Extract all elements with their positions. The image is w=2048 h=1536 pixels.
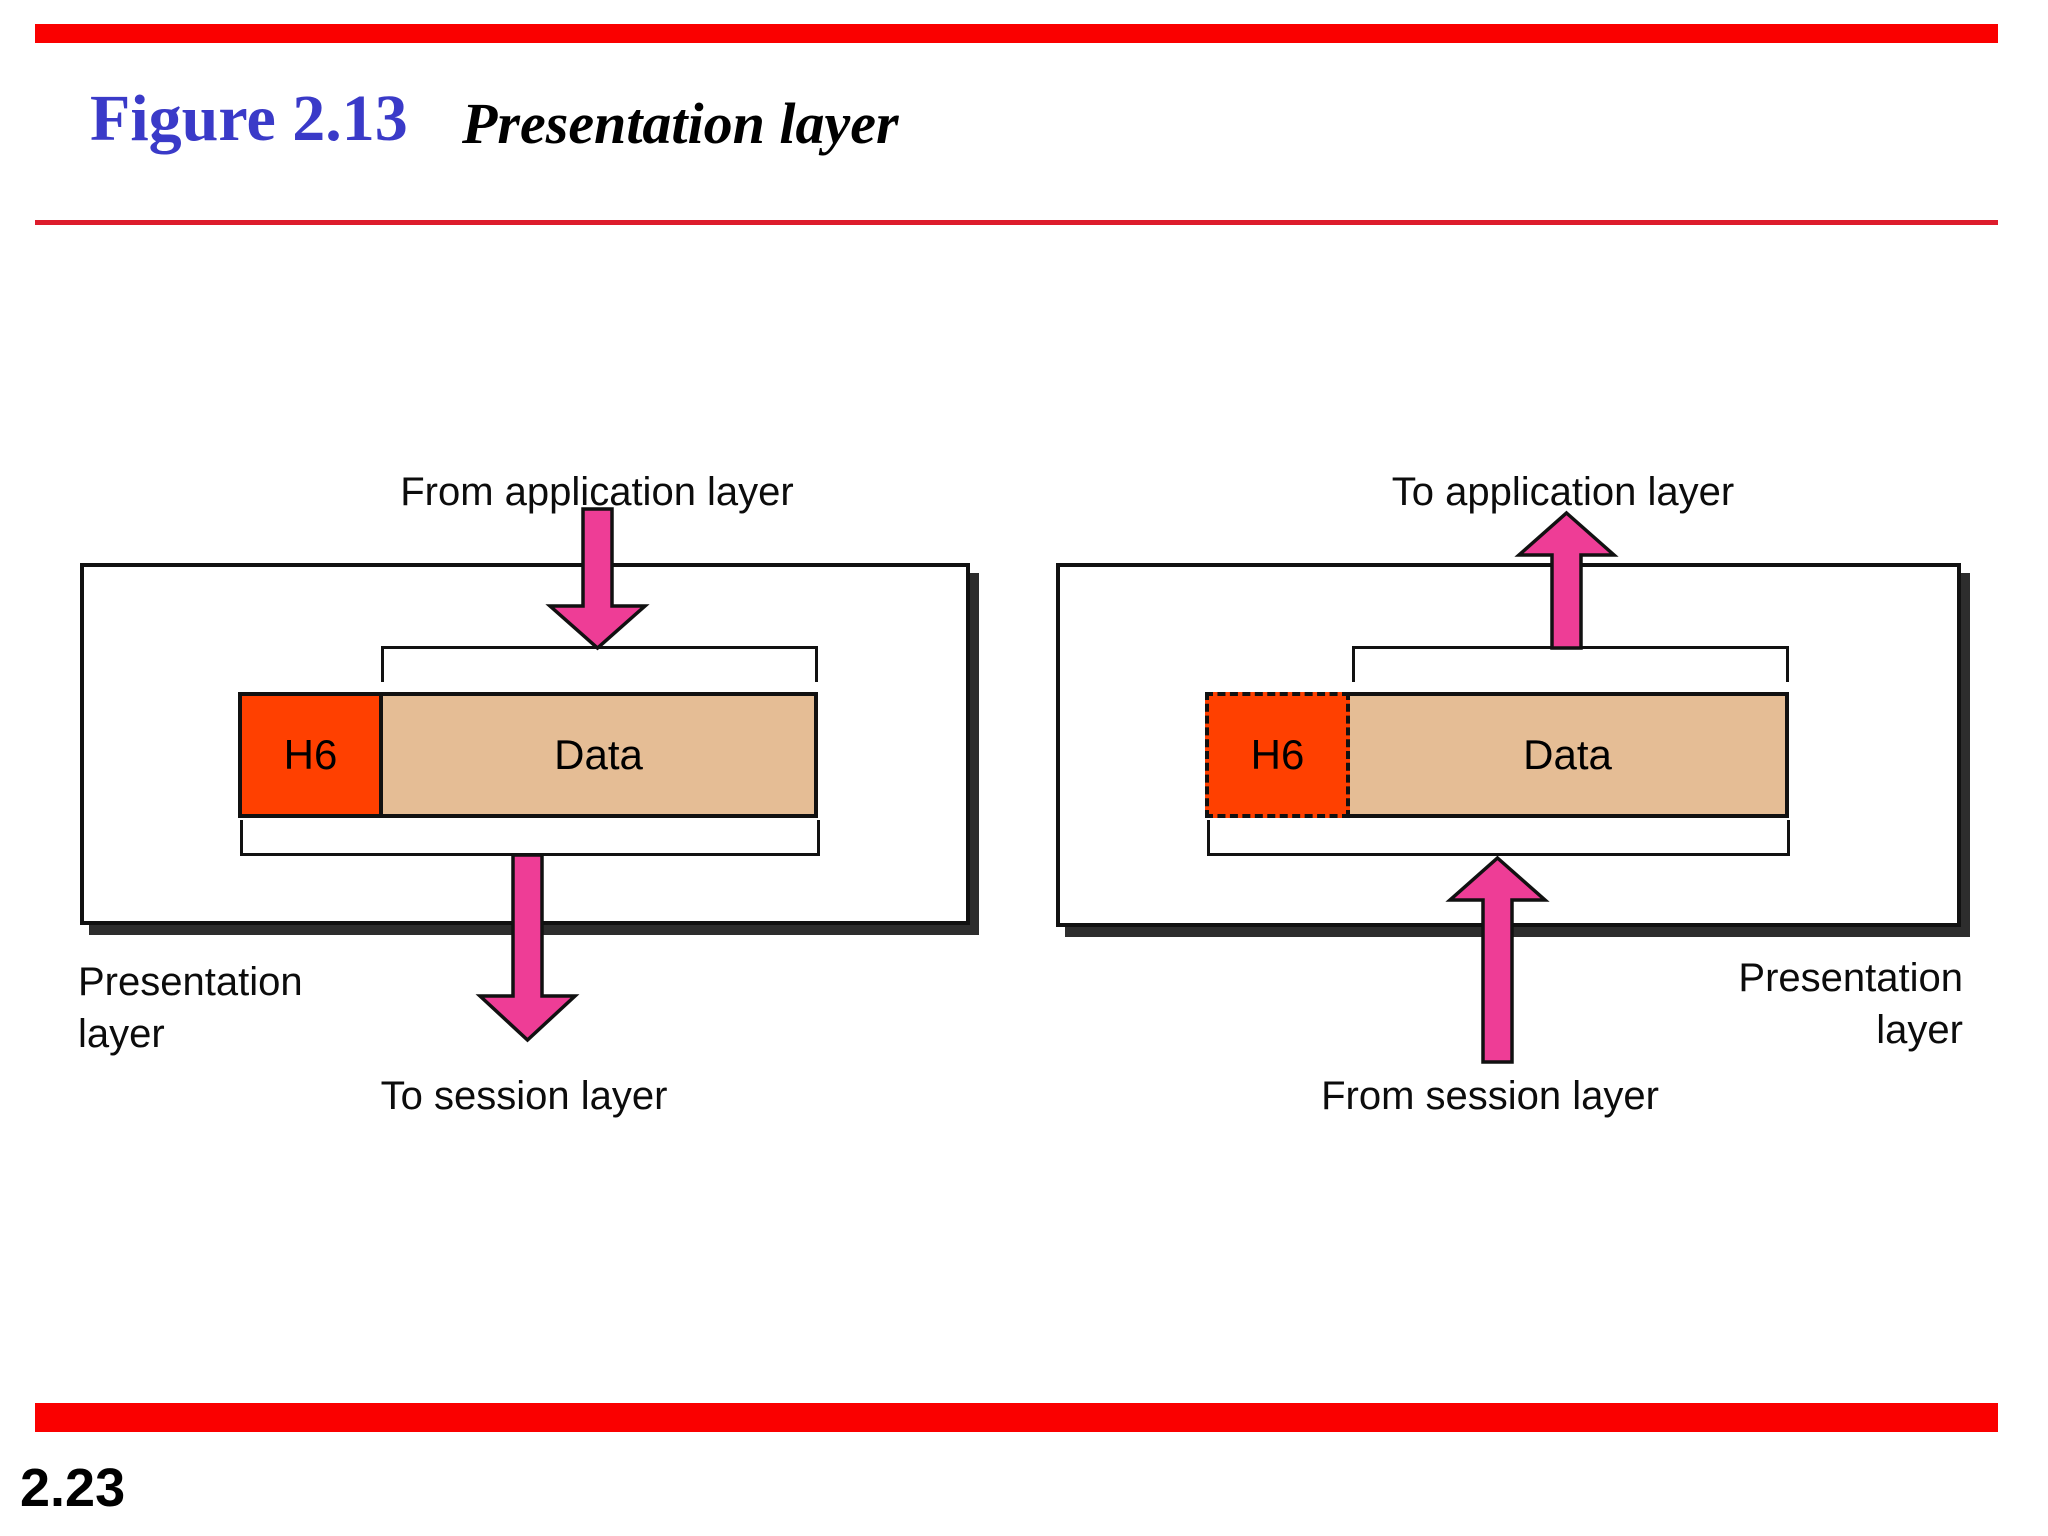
layer-label-line: Presentation	[78, 960, 303, 1004]
left-packet-bracket	[240, 820, 820, 856]
right-presentation-layer-label: Presentation layer	[1738, 952, 1963, 1056]
down-arrow-icon	[545, 507, 650, 651]
up-arrow-icon	[1445, 855, 1550, 1064]
layer-label-line: layer	[78, 1012, 165, 1056]
left-presentation-layer-label: Presentation layer	[78, 956, 303, 1060]
layer-label-line: Presentation	[1738, 956, 1963, 1000]
layer-label-line: layer	[1876, 1008, 1963, 1052]
figure-title: Presentation layer	[462, 91, 899, 156]
from-session-layer-label: From session layer	[1321, 1074, 1659, 1118]
left-h6-header-cell: H6	[238, 692, 383, 818]
figure-number: Figure 2.13	[90, 82, 408, 155]
top-accent-bar	[35, 24, 1998, 43]
from-application-layer-label: From application layer	[400, 470, 794, 514]
right-data-bracket	[1352, 646, 1789, 682]
left-data-cell: Data	[379, 692, 818, 818]
down-arrow-icon	[475, 853, 580, 1043]
left-data-bracket	[381, 646, 818, 682]
right-data-cell: Data	[1346, 692, 1789, 818]
up-arrow-icon	[1514, 510, 1619, 650]
page-number: 2.23	[20, 1458, 126, 1518]
right-packet-bracket	[1207, 820, 1790, 856]
to-application-layer-label: To application layer	[1391, 470, 1735, 514]
bottom-accent-bar	[35, 1403, 1998, 1432]
to-session-layer-label: To session layer	[380, 1074, 668, 1118]
title-rule	[35, 220, 1998, 225]
right-h6-header-cell-dashed: H6	[1205, 692, 1350, 818]
